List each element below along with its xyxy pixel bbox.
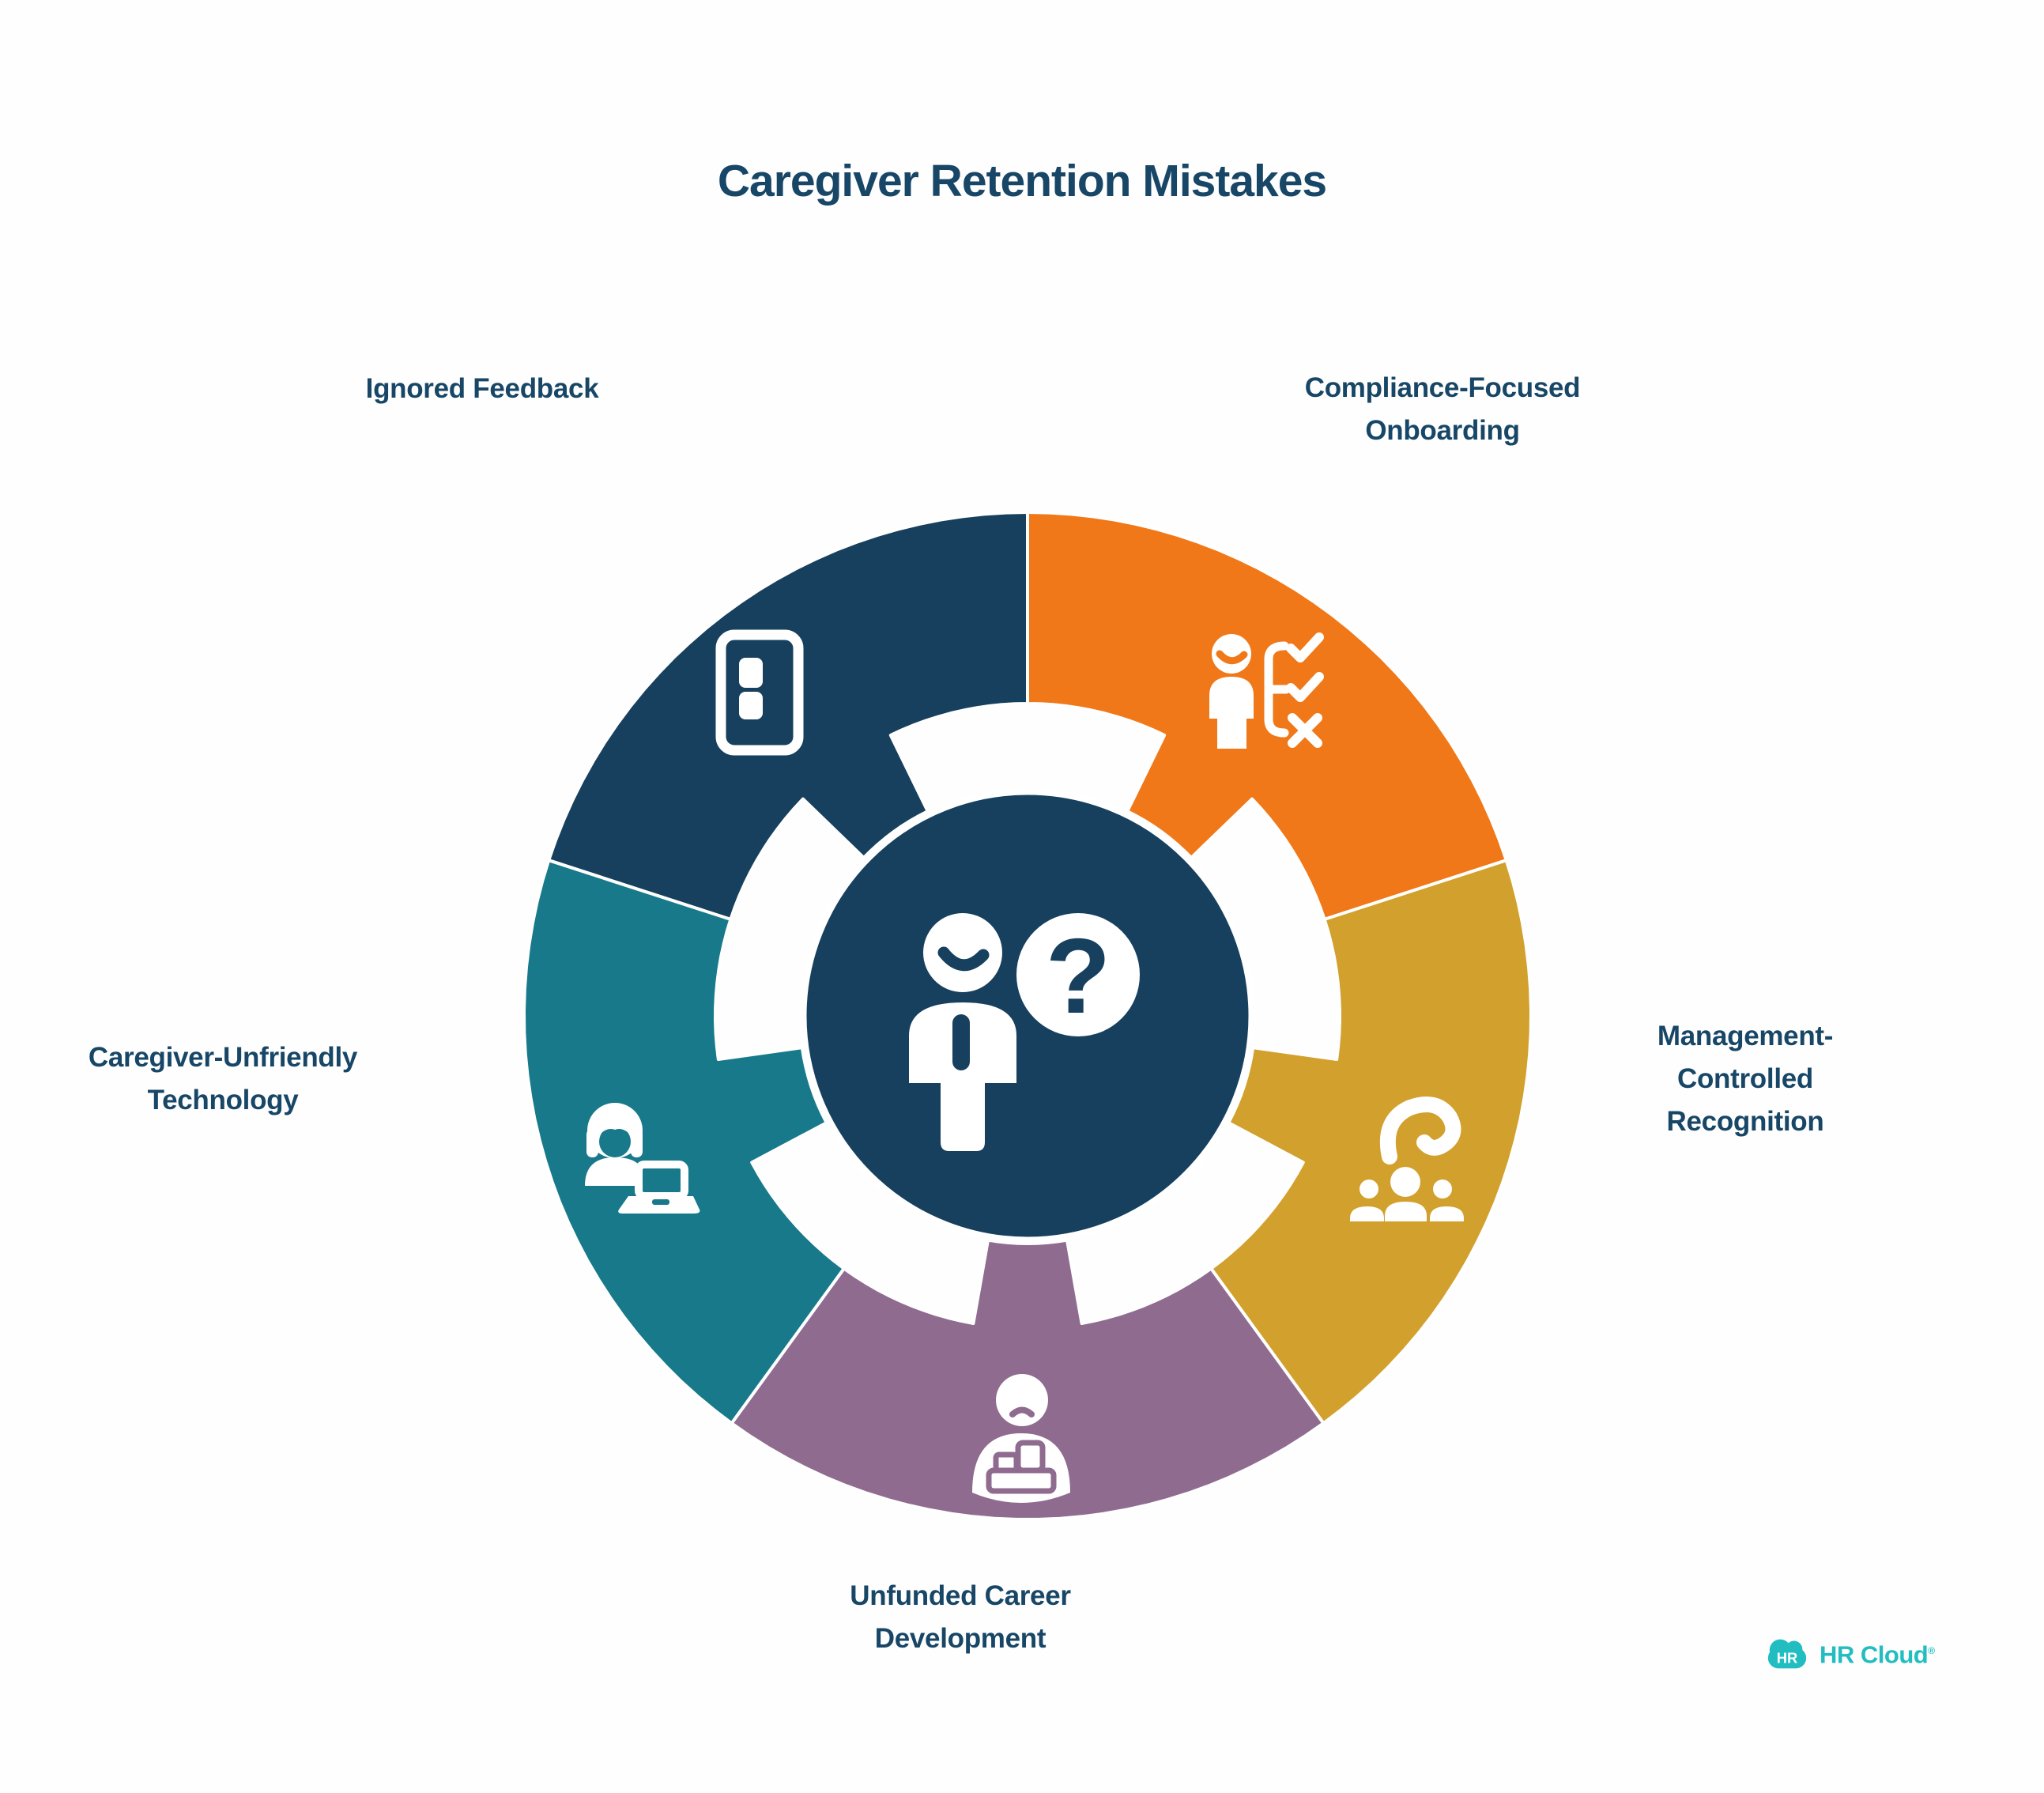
segment-management-controlled-recognition — [1209, 859, 1533, 1425]
group-head-left — [1360, 1180, 1378, 1198]
question-mark: ? — [1046, 916, 1111, 1036]
employee-head — [923, 913, 1002, 992]
employee-smile — [937, 946, 990, 972]
employee-body — [909, 1002, 1016, 1151]
checkmark-1 — [1286, 632, 1324, 662]
phone-card-bottom — [739, 692, 763, 719]
phone-card-top — [739, 658, 763, 688]
woman-fringe — [598, 1118, 632, 1137]
person-body — [1209, 677, 1254, 749]
hr-cloud-badge-icon: HR — [1767, 1639, 1807, 1668]
sad-frown — [1009, 1406, 1035, 1417]
desk-surface — [986, 1467, 1057, 1494]
segment-label-compliance-focused-onboarding: Compliance-Focused Onboarding — [1304, 372, 1581, 446]
woman-face — [599, 1126, 631, 1157]
segment-label-caregiver-unfriendly-technology: Caregiver-Unfriendly Technology — [88, 1042, 358, 1115]
desk-box-tall — [1015, 1440, 1046, 1474]
employee-tie — [952, 1014, 970, 1070]
laptop-notch — [652, 1199, 669, 1205]
recognition-question-icon — [1350, 1097, 1464, 1221]
sad-head — [996, 1374, 1048, 1426]
person-head — [1212, 634, 1251, 674]
feedback-phone-icon — [715, 629, 804, 756]
hair-lock-right — [631, 1129, 643, 1157]
woman-laptop-icon — [585, 1103, 700, 1214]
hair-lock-left — [586, 1129, 598, 1157]
group-body-center — [1385, 1202, 1427, 1221]
segment-ignored-feedback — [547, 511, 1029, 921]
hr-cloud-logo: HR HR Cloud® — [1764, 1632, 1935, 1674]
segment-label-management-controlled-recognition: Management- Controlled Recognition — [1657, 1021, 1834, 1137]
woman-shoulders — [585, 1157, 643, 1186]
segment-label-ignored-feedback: Ignored Feedback — [365, 373, 599, 404]
question-hook — [1379, 1097, 1461, 1165]
question-bubble — [1016, 913, 1140, 1036]
confused-employee-icon: ? — [909, 913, 1140, 1151]
checkmark-2 — [1286, 672, 1324, 702]
registered-mark: ® — [1928, 1645, 1935, 1656]
group-head-right — [1433, 1180, 1452, 1198]
segment-caregiver-unfriendly-technology — [522, 859, 846, 1425]
x-mark — [1288, 713, 1322, 748]
group-body-right — [1430, 1206, 1464, 1221]
badge-text: HR — [1777, 1649, 1798, 1666]
brand-name: HR Cloud® — [1820, 1640, 1935, 1669]
checklist-bracket — [1264, 641, 1291, 738]
group-body-left — [1350, 1206, 1384, 1221]
sad-employee-desk-icon — [972, 1374, 1070, 1503]
person-smile — [1216, 650, 1248, 665]
phone-frame — [715, 629, 804, 756]
page-title: Caregiver Retention Mistakes — [717, 156, 1327, 206]
center-circle — [799, 787, 1256, 1244]
onboarding-checklist-icon — [1209, 632, 1324, 749]
group-head-center — [1390, 1167, 1420, 1197]
segment-label-unfunded-career-development: Unfunded Career Development — [850, 1580, 1071, 1654]
